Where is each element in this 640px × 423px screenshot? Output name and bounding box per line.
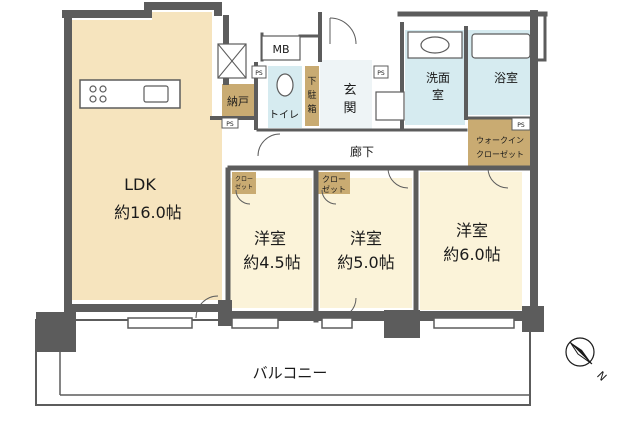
mb-box xyxy=(261,35,301,61)
washroom-line1: 洗面 xyxy=(426,71,450,85)
washroom-line2: 室 xyxy=(432,87,444,102)
ps-label-3: PS xyxy=(377,70,385,77)
east-room-size: 約6.0帖 xyxy=(443,245,500,264)
toilet-icon xyxy=(276,73,294,97)
toilet-label: トイレ xyxy=(269,110,299,121)
center-room-size: 約5.0帖 xyxy=(337,253,394,272)
east-room-floor xyxy=(420,172,522,310)
west-room-label: 洋室 xyxy=(254,229,286,248)
ldk-label: LDK xyxy=(124,175,156,194)
center-room-floor xyxy=(320,178,412,308)
mb-label: MB xyxy=(272,43,289,56)
genkan-line1: 玄 xyxy=(343,83,356,98)
washbasin-counter xyxy=(407,31,463,59)
west-room-floor xyxy=(230,178,312,308)
ps-label-1: PS xyxy=(255,70,263,77)
shoe-cabinet-floor xyxy=(305,66,319,126)
wic-line2: クローゼット xyxy=(476,149,524,159)
east-room-label: 洋室 xyxy=(456,221,488,240)
door-swings xyxy=(195,17,509,319)
windows xyxy=(127,317,515,329)
shoe-cabinet-line1: 下 xyxy=(307,77,316,87)
ps-boxes xyxy=(221,65,531,131)
genkan-line2: 関 xyxy=(343,101,356,116)
column-center-left xyxy=(218,300,232,326)
shoe-cabinet-line3: 箱 xyxy=(307,103,316,115)
ps-label-4: PS xyxy=(517,122,525,129)
west-room-size: 約4.5帖 xyxy=(243,253,300,272)
corridor-label: 廊下 xyxy=(350,144,374,159)
shoe-cabinet-line2: 駐 xyxy=(307,89,316,101)
compass-north-label: N xyxy=(594,369,609,384)
closet-center-line2: ゼット xyxy=(322,184,346,194)
kitchen-counter xyxy=(79,79,181,109)
center-room-label: 洋室 xyxy=(350,229,382,248)
closet-center-line1: クロー xyxy=(322,175,346,184)
bathtub-icon xyxy=(471,33,531,59)
balcony-label: バルコニー xyxy=(253,364,328,382)
genkan-floor xyxy=(320,60,372,130)
closet-west-line2: ゼット xyxy=(235,183,253,191)
balcony-outline xyxy=(35,319,531,406)
ps-label-2: PS xyxy=(226,121,234,128)
closet-west-floor xyxy=(232,172,256,194)
wic-line1: ウォークイン xyxy=(476,136,524,145)
column-west xyxy=(36,312,76,352)
washbasin-icon xyxy=(420,36,450,54)
sink-icon xyxy=(143,85,169,103)
compass-icon xyxy=(565,337,595,367)
closet-center-floor xyxy=(318,172,350,194)
nando-floor xyxy=(222,84,254,116)
washer-space xyxy=(375,91,405,121)
stove-icon xyxy=(89,85,107,103)
ldk-floor xyxy=(72,12,222,300)
ldk-size: 約16.0帖 xyxy=(114,203,182,222)
column-center xyxy=(384,310,420,338)
column-east xyxy=(522,306,544,332)
closet-west-line1: クロー xyxy=(235,176,253,183)
bathroom-label: 浴室 xyxy=(494,70,518,85)
nando-label: 納戸 xyxy=(227,95,249,108)
